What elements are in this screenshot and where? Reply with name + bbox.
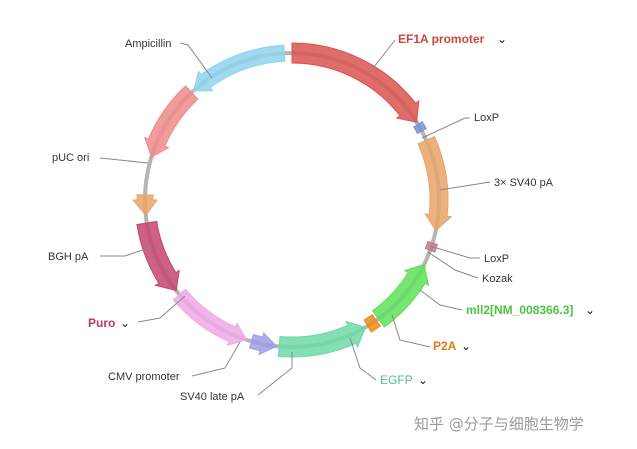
- leader-p2a: [391, 314, 431, 348]
- leader-cmv: [191, 341, 241, 377]
- chevron-down-icon[interactable]: ⌄: [461, 339, 471, 353]
- leader-lines: [99, 39, 491, 396]
- svg-text:EGFP: EGFP: [380, 373, 413, 387]
- leader-kozak: [427, 251, 479, 279]
- leader-amp: [179, 42, 213, 79]
- svg-text:Puro: Puro: [88, 316, 115, 330]
- mll2-arc[interactable]: [371, 263, 430, 328]
- label-ef1a[interactable]: EF1A promoter ⌄: [398, 32, 507, 46]
- loxp-1-arc[interactable]: [413, 121, 427, 135]
- label-puc-ori: pUC ori: [52, 152, 89, 164]
- label-mll2[interactable]: mll2[NM_008366.3] ⌄: [466, 303, 595, 317]
- leader-puro: [137, 295, 186, 323]
- label-egfp[interactable]: EGFP ⌄: [380, 373, 428, 387]
- sv40-pa-3x-arc[interactable]: [417, 135, 453, 232]
- chevron-down-icon[interactable]: ⌄: [585, 303, 595, 317]
- chevron-down-icon[interactable]: ⌄: [497, 32, 507, 46]
- bgh-pa-arc[interactable]: [131, 194, 158, 217]
- chevron-down-icon[interactable]: ⌄: [418, 373, 428, 387]
- svg-text:P2A: P2A: [433, 339, 457, 353]
- svg-text:mll2[NM_008366.3]: mll2[NM_008366.3]: [466, 303, 573, 317]
- leader-sv40pa3x: [439, 181, 491, 191]
- leader-egfp: [349, 337, 377, 381]
- leader-loxp1: [421, 117, 470, 139]
- sv40-late-pa-arc[interactable]: [248, 332, 278, 356]
- label-loxp-2: LoxP: [484, 253, 509, 265]
- label-ampicillin: Ampicillin: [125, 38, 171, 50]
- label-puro[interactable]: Puro ⌄: [88, 316, 130, 330]
- label-cmv-promoter: CMV promoter: [108, 371, 180, 383]
- label-kozak: Kozak: [482, 273, 513, 285]
- feature-labels: EF1A promoter ⌄ LoxP 3× SV40 pA LoxP Koz…: [48, 32, 595, 403]
- leader-mll2: [419, 289, 463, 311]
- cmv-promoter-arc[interactable]: [172, 288, 248, 347]
- leader-ef1a: [369, 39, 396, 73]
- watermark-text: 知乎 @分子与细胞生物学: [414, 415, 584, 433]
- feature-arcs: [131, 42, 453, 358]
- p2a-arc[interactable]: [363, 313, 382, 333]
- ampicillin-arc[interactable]: [192, 44, 286, 92]
- label-sv40pa-3x: 3× SV40 pA: [494, 177, 554, 189]
- egfp-arc[interactable]: [277, 320, 367, 358]
- leader-bgh: [100, 247, 149, 257]
- puc-ori-arc[interactable]: [143, 85, 199, 158]
- puro-arc[interactable]: [136, 220, 180, 292]
- label-sv40-late-pa: SV40 late pA: [180, 391, 245, 403]
- svg-text:EF1A promoter: EF1A promoter: [398, 32, 485, 46]
- label-p2a[interactable]: P2A ⌄: [433, 339, 471, 353]
- leader-sv40late: [257, 352, 293, 396]
- ef1a-promoter-arc[interactable]: [291, 42, 420, 123]
- chevron-down-icon[interactable]: ⌄: [120, 316, 130, 330]
- label-loxp-1: LoxP: [474, 112, 499, 124]
- label-bgh-pa: BGH pA: [48, 251, 89, 263]
- leader-puc: [99, 157, 149, 164]
- leader-loxp2: [429, 245, 480, 259]
